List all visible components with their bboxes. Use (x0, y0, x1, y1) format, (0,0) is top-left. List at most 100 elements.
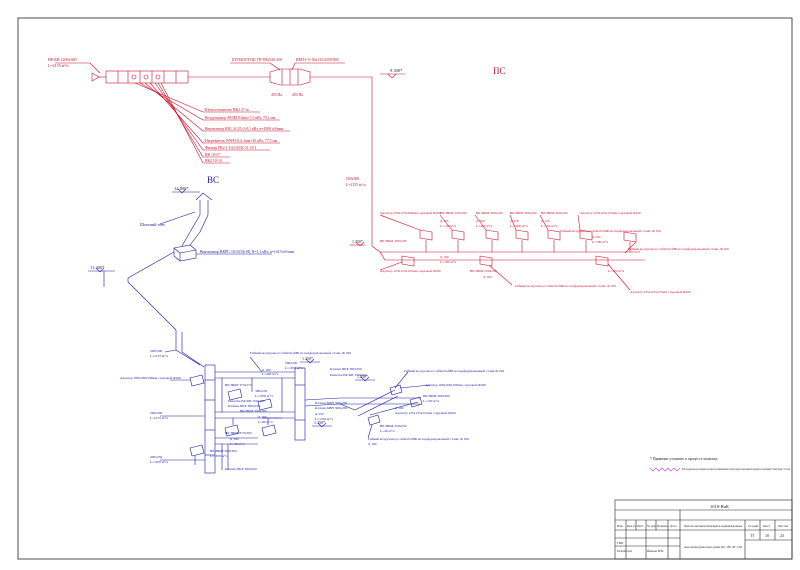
s-l1: L=130 м³/ч (440, 224, 456, 228)
level-supply-branch: 1.350* (352, 239, 363, 244)
s-d1: Д 125 (440, 219, 449, 223)
e-l2: L=80 м³/ч (258, 420, 273, 424)
supply-diffuser-1 (419, 229, 433, 241)
system-exhaust-label: ВС (207, 175, 219, 185)
col-list: Лист (637, 524, 644, 528)
level-exhaust-1: 1.350* (302, 356, 313, 361)
roof-hood-icon (195, 192, 213, 201)
e-flex1: Гибкий воздуховод CoiflexSoft80 из перфо… (250, 351, 351, 356)
col-date: Дата (670, 524, 677, 528)
silencer-right-label: ВКП-Г-0-50x125/2250-800 (296, 58, 339, 62)
s-d5: Д 100 (440, 255, 449, 259)
supply-diffuser-4 (515, 229, 529, 241)
exhaust-riser-left (204, 364, 216, 474)
role-1: ГИП (617, 541, 624, 545)
e-b3: Решетка ВР-КВ 150x300 (228, 399, 265, 403)
title-sheet-name: Аксонометрическая схема ПС, ВС М 1:50 (684, 545, 742, 550)
e-flex2: Гибкий воздуховод CoiflexSoft80 из перфо… (368, 437, 469, 442)
riser-flow: L=2155 м³/ч (346, 183, 366, 187)
exhaust-riser-right (294, 367, 306, 441)
role-2: Разработал (617, 549, 633, 553)
supply-diffuser-2 (451, 229, 465, 241)
supply-system (55, 62, 645, 291)
s-d6: Д 160 (483, 275, 492, 279)
exhaust-fan (173, 244, 197, 262)
intake-flow-label: L=2155 м³/ч (48, 63, 69, 68)
supply-diffuser-9 (595, 255, 609, 267)
name-2: Иванов Н.К. (647, 549, 664, 553)
s-l2: L=450 м³/ч (476, 224, 492, 228)
e-sizes3: 300x250 (285, 361, 298, 365)
e-adapter3: Адаптер 160x160x160мм с врезкой Ф160 (425, 383, 486, 387)
exhaust-grille-6 (189, 444, 205, 457)
e-d4: Д 250 (315, 412, 324, 416)
level-top: 9.300* (390, 68, 403, 73)
level-exhaust-2: 1.830* (357, 374, 368, 379)
supply-diffuser-7 (401, 255, 415, 267)
e-d1: Д 160 (262, 368, 271, 372)
chain-item-4: Нагреватель WWH-0,4, 4мм=10 кВт, 77,5 мм (205, 139, 278, 144)
stage-value: П (751, 533, 754, 538)
e-d6: Д 100 (368, 442, 377, 446)
e-grille-r1: ВР-НКМ 300x300 (423, 394, 450, 398)
chain-item-6: ВК 10-37 (205, 153, 220, 157)
pressure-2: 450 Па (292, 93, 303, 97)
intake-arrow-icon (91, 72, 100, 82)
e-sizes6: L=1670 м³/ч (255, 394, 273, 398)
sheet-value: 10 (765, 533, 769, 538)
silencer-left-label: ШУМОГЛУШ ГП-800/330-450 (232, 58, 282, 62)
sheets-header: Листов (778, 524, 789, 528)
s-grille4: ВР-НКМ 400x100 (541, 211, 568, 215)
e-l5: L=1160 м³/ч (315, 417, 333, 421)
col-sign: Подпись (657, 524, 669, 528)
system-supply-label: ПС (493, 66, 506, 76)
s-l6: L=170 м³/ч (608, 269, 624, 273)
s-d2: Д 200 (476, 219, 485, 223)
s-l5: L=100 м³/ч (440, 260, 456, 264)
s-grille2: ВР-НКМ 300x100 (476, 211, 503, 215)
s-grille5: ВР-НКМ 300x100 (380, 239, 407, 243)
chain-item-7: ВК2 10-10 (205, 159, 222, 163)
s-adapter-right: Адаптер 125x125x125мм с врезкой Ф100 (630, 290, 691, 294)
riser-size: 500x500 (346, 177, 359, 181)
s-flex1: Гибкий воздуховод CoiflexSoft80 из перфо… (560, 229, 661, 234)
supply-diffuser-8 (479, 255, 493, 267)
s-l7: L=780 м³/ч (592, 240, 608, 244)
s-l3: L=1000 м³/ч (510, 224, 528, 228)
e-b7: Клапан ПКЕ 300x250 (225, 467, 257, 471)
exhaust-grille-3 (257, 398, 273, 411)
e-grille4: Клапан КВН 300x250 (315, 406, 347, 410)
col-doc: № док. (647, 524, 657, 528)
e-b1: Клапан ПКЕ 300x250 (330, 367, 362, 371)
silencer (269, 68, 311, 86)
shaft-label: Шахтный зонт (140, 222, 165, 227)
e-duct1: Клапан ПКЕ 300x250 (228, 404, 260, 408)
e-l1: L=200 м³/ч (262, 372, 278, 376)
e-grille2: ВР-НКМ 300x100 (240, 409, 267, 413)
s-flex3: Гибкий воздуховод CoiflexSoft80 из перфо… (628, 247, 729, 252)
legend-note-1: * Привязки уточнить в процессе монтажа (650, 457, 718, 461)
s-grille6: ВР-НКМ 250x250 (470, 269, 497, 273)
exhaust-grille-1 (189, 374, 205, 387)
e-adapter2: Адаптер 125x125x125мм с врезкой Ф100 (395, 411, 456, 415)
s-adapter1: Адаптер 250x125x200мм с врезкой Ф100 (380, 211, 441, 215)
e-grille5: ВР-НКМ 300x300 (210, 449, 237, 453)
exhaust-grille-5 (261, 424, 277, 437)
e-d3: Д 100 (230, 437, 239, 441)
e-sizes5: 300x250 (255, 389, 268, 393)
e-sizes4: L=1670 м³/ч (285, 366, 303, 370)
supply-diffuser-6 (579, 229, 593, 241)
s-d7: Д 250 (592, 235, 601, 239)
title-block (614, 499, 793, 560)
sheets-value: 23 (780, 533, 784, 538)
e-sizes2: L=2155 м³/ч (150, 354, 168, 358)
exhaust-grille-4 (224, 424, 240, 437)
exhaust-fan-label: Вентилятор ВКРС-10-50/56-08, N=1,1 кВт, … (200, 250, 294, 255)
e-adapter1: Адаптер 180x180x180мм с врезкой Ф160 (120, 376, 181, 380)
exhaust-grille-2 (227, 388, 243, 401)
e-d5: Д 160 (395, 406, 404, 410)
s-grille3: ВР-НКМ 300x100 (510, 211, 537, 215)
e-box2: L=2155 м³/ч (150, 416, 168, 420)
exhaust-system (88, 188, 431, 474)
